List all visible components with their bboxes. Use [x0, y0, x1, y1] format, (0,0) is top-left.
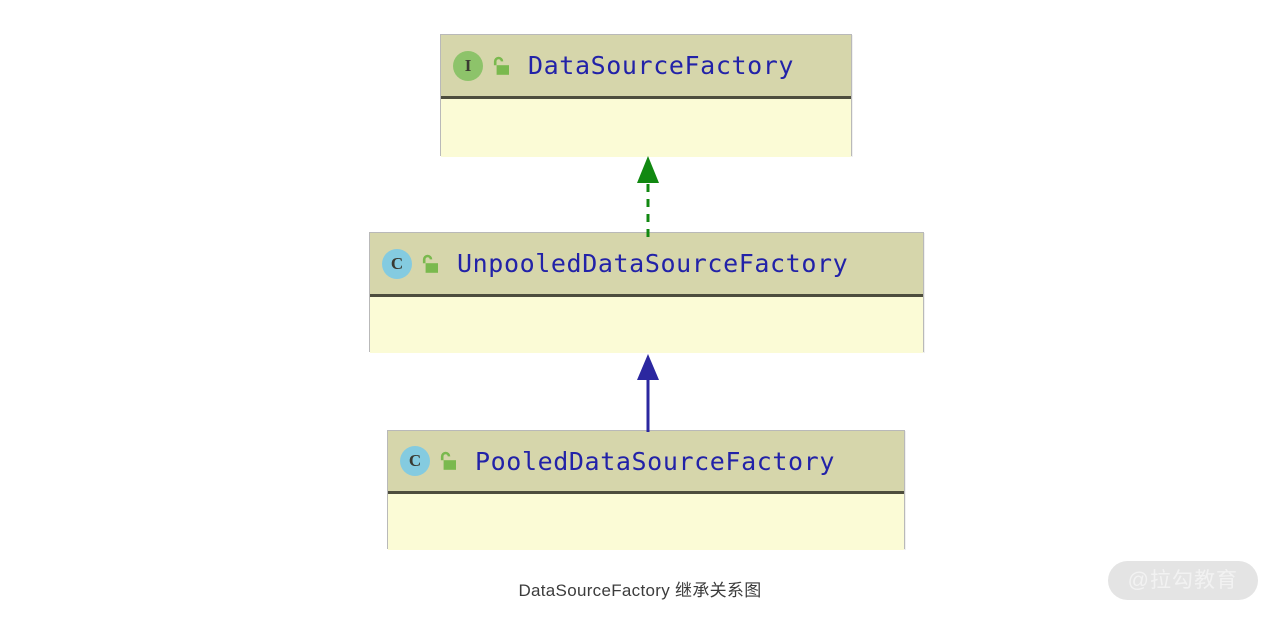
uml-class-header: I DataSourceFactory — [441, 35, 851, 99]
watermark-badge: @拉勾教育 — [1107, 561, 1258, 600]
uml-class-header: C PooledDataSourceFactory — [388, 431, 904, 494]
generalization-connector-pooled-to-unpooled — [637, 354, 659, 432]
uml-class-members-compartment — [370, 297, 923, 353]
class-stereotype-icon: C — [382, 248, 412, 279]
uml-class-name: DataSourceFactory — [528, 51, 795, 80]
interface-stereotype-icon: I — [453, 50, 483, 81]
uml-class-name: PooledDataSourceFactory — [475, 446, 835, 476]
uml-class-box-pooleddatasourcefactory[interactable]: C PooledDataSourceFactory — [387, 430, 905, 550]
class-stereotype-icon: C — [400, 446, 430, 476]
open-padlock-icon — [437, 450, 457, 472]
uml-class-name: UnpooledDataSourceFactory — [457, 249, 849, 278]
connector-arrowhead — [637, 156, 659, 183]
uml-class-box-unpooleddatasourcefactory[interactable]: C UnpooledDataSourceFactory — [369, 232, 924, 353]
uml-class-header: C UnpooledDataSourceFactory — [370, 233, 923, 297]
uml-class-box-datasourcefactory[interactable]: I DataSourceFactory — [440, 34, 852, 157]
realization-connector-unpooled-to-datasourcefactory — [637, 156, 659, 237]
connector-arrowhead — [637, 354, 659, 380]
open-padlock-icon — [490, 55, 510, 77]
uml-class-members-compartment — [388, 494, 904, 550]
open-padlock-icon — [419, 253, 439, 275]
uml-class-members-compartment — [441, 99, 851, 157]
diagram-caption: DataSourceFactory 继承关系图 — [518, 581, 762, 600]
